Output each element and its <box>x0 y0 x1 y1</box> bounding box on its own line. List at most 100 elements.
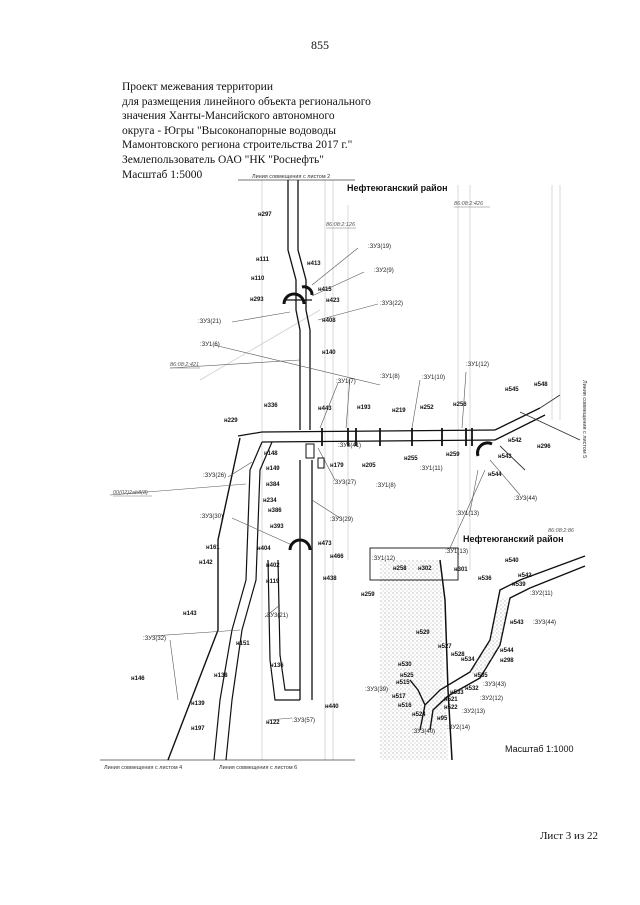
point-label: н517 <box>392 694 406 700</box>
point-label: н536 <box>478 576 492 582</box>
point-label: н384 <box>266 482 280 488</box>
point-label: н532 <box>465 686 479 692</box>
sheet-match-lines <box>100 179 355 761</box>
parcel-label: :ЗУ3(19) <box>368 244 391 250</box>
point-label: н528 <box>451 652 465 658</box>
parcel-label: :ЗУ3(21) <box>198 319 221 325</box>
background-corridors <box>199 180 561 760</box>
pipeline-corridor <box>286 180 313 700</box>
point-label: н151 <box>236 641 250 647</box>
point-label: н544 <box>488 472 502 478</box>
point-label: н521 <box>444 697 458 703</box>
parcel-label: :ЗУ2(9) <box>374 268 394 274</box>
point-label: н110 <box>251 276 265 282</box>
point-label: н296 <box>537 444 551 450</box>
parcel-label: :ЗУ3(43) <box>483 682 506 688</box>
leader-lines <box>109 247 521 721</box>
title-line: Мамонтовского региона строительства 2017… <box>122 139 353 152</box>
point-label: н149 <box>266 466 280 472</box>
point-label: н527 <box>438 644 452 650</box>
point-label: н293 <box>250 297 264 303</box>
point-label: н438 <box>323 576 337 582</box>
parcel-label: :ЗУ3(30) <box>200 514 223 520</box>
parcel-label: :ЗУ3(39) <box>365 687 388 693</box>
parcel-label: :ЗУ1(10) <box>422 375 445 381</box>
horizontal-ticks <box>321 428 473 446</box>
parcel-label: :ЗУ2(14) <box>447 725 470 731</box>
parcel-label: :ЗУ2(13) <box>462 709 485 715</box>
point-label: н298 <box>500 658 514 664</box>
parcel-label: :ЗУ3(40) <box>412 729 435 735</box>
point-label: н205 <box>362 463 376 469</box>
inset-area <box>369 547 459 761</box>
parcel-label: :ЗУ3(27) <box>333 480 356 486</box>
point-label: н404 <box>257 546 271 552</box>
point-label: н301 <box>454 567 468 573</box>
cadastral-labels: 86:08:2:426 86:08:2:126 86:08:2:421 00(0… <box>113 201 575 534</box>
parcel-label: :ЗУ1(11) <box>420 466 443 472</box>
parcel-label: :ЗУ1(13) <box>456 511 479 517</box>
district-labels: Нефтеюганский район Нефтеюганский район <box>347 183 564 544</box>
title-line: Проект межевания территории <box>122 81 273 93</box>
point-label: н516 <box>398 703 412 709</box>
parcel-label: :ЗУ3(57) <box>292 718 315 724</box>
point-label: н140 <box>322 350 336 356</box>
point-label: н138 <box>214 673 228 679</box>
point-label: н136 <box>270 663 284 669</box>
parcel-label: :ЗУ1(12) <box>372 556 395 562</box>
point-label: н533 <box>450 690 464 696</box>
match-line-right: Линия совмещения с листом 5 <box>581 380 587 458</box>
parcel-label: :ЗУ3(44) <box>533 620 556 626</box>
match-line-top: Линия совмещения с листом 2 <box>252 174 330 180</box>
point-label: н386 <box>268 508 282 514</box>
point-label: н229 <box>224 418 238 424</box>
point-label: н161 <box>206 545 220 551</box>
parcel-label: :ЗУ2(12) <box>480 696 503 702</box>
point-label: н408 <box>322 318 336 324</box>
parcel-label: :ЗУ3(21) <box>265 613 288 619</box>
point-label: н473 <box>318 541 332 547</box>
point-label: н219 <box>392 408 406 414</box>
point-label: н146 <box>131 676 145 682</box>
district-label: Нефтеюганский район <box>347 183 448 193</box>
point-label: н543 <box>498 454 512 460</box>
page-number: 855 <box>311 38 329 52</box>
parcel-label: :ЗУ1(6) <box>200 342 220 348</box>
point-label: н393 <box>270 524 284 530</box>
point-label: н95 <box>437 716 448 722</box>
point-label: н540 <box>505 558 519 564</box>
point-label: н258 <box>393 566 407 572</box>
point-label: н197 <box>191 726 205 732</box>
point-label: н544 <box>500 648 514 654</box>
point-label: н534 <box>461 657 475 663</box>
point-label: н522 <box>444 705 458 711</box>
point-label: н423 <box>326 298 340 304</box>
point-label: н440 <box>325 704 339 710</box>
parcel-label: :ЗУ3(32) <box>143 636 166 642</box>
inset-scale: Масштаб 1:1000 <box>505 744 574 754</box>
point-label: н530 <box>398 662 412 668</box>
point-label: н542 <box>508 438 522 444</box>
parcel-label: :ЗУ3(22) <box>380 301 403 307</box>
point-label: н543 <box>510 620 524 626</box>
point-label: н119 <box>266 579 280 585</box>
cadastral-number: 86:08:2:426 <box>454 201 484 207</box>
cadastral-number: 00(02)2ab8(8) <box>113 490 148 496</box>
inset-hatch <box>470 598 510 678</box>
match-line-bottom-left: Линия совмещения с листом 4 <box>104 765 182 771</box>
point-label: н539 <box>512 582 526 588</box>
point-label: н466 <box>330 554 344 560</box>
point-label: н111 <box>256 257 270 263</box>
point-label: н548 <box>534 382 548 388</box>
point-label: н525 <box>400 673 414 679</box>
crossing-arcs <box>282 285 493 551</box>
match-line-captions: Линия совмещения с листом 2 Линия совмещ… <box>104 174 587 771</box>
point-label: н143 <box>183 611 197 617</box>
left-parcel-boundary <box>167 437 241 761</box>
point-label: н524 <box>412 712 426 718</box>
point-label: н515 <box>396 680 410 686</box>
parcel-label: :ЗУ3(29) <box>330 517 353 523</box>
right-parcel-lines <box>499 394 581 471</box>
parcel-labels: :ЗУ3(19) :ЗУ2(9) :ЗУ3(22) :ЗУ3(21) :ЗУ1(… <box>143 244 556 735</box>
